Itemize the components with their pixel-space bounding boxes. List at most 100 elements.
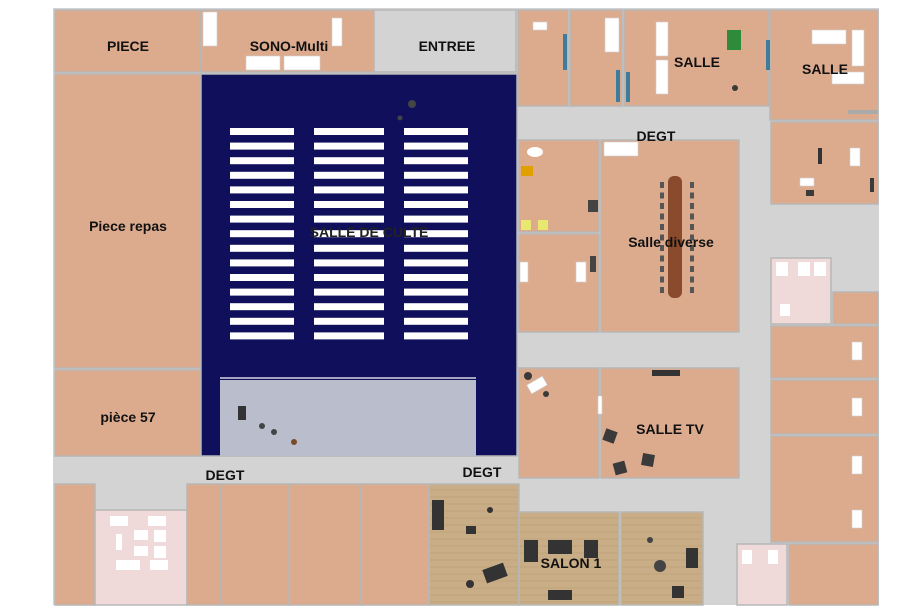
conference-chair [690, 266, 694, 272]
bench [404, 142, 468, 150]
door-panel-a [563, 34, 567, 70]
label-piece-57: pièce 57 [100, 409, 155, 425]
sono-bench-1 [245, 55, 281, 71]
sono-desk [202, 11, 218, 47]
wc-small-stall-2 [768, 550, 778, 564]
conference-chair [660, 276, 664, 283]
bench [230, 215, 294, 223]
yellow-box-2 [538, 220, 548, 230]
mid-cabinet [590, 256, 596, 272]
mid3-chair [524, 372, 532, 380]
bench [230, 157, 294, 165]
bench [314, 244, 384, 252]
bench [314, 171, 384, 179]
conference-chair [660, 245, 664, 251]
salon-desk-1 [466, 526, 476, 534]
room-bottom-5 [360, 483, 430, 606]
right4-desk [851, 397, 863, 417]
hall-chair [408, 100, 416, 108]
bench [314, 259, 384, 267]
room-bottom-left [54, 483, 96, 606]
stage [220, 380, 476, 456]
sono-bench-2 [283, 55, 321, 71]
salon-desk-2 [482, 562, 508, 584]
bench [404, 288, 468, 296]
corridor-cabinet [588, 200, 598, 212]
room-wc-bottom [94, 509, 188, 606]
conference-chair [660, 213, 664, 220]
stage-chair-3 [291, 439, 297, 445]
conference-chair [690, 182, 694, 188]
label-piece: PIECE [107, 38, 149, 54]
label-salon-1: SALON 1 [541, 555, 602, 571]
right1-desk-2 [799, 177, 815, 187]
right1-chair-2 [806, 190, 814, 196]
bench [230, 230, 294, 238]
conference-chair [660, 255, 664, 262]
conference-chair [690, 203, 694, 209]
bench [404, 259, 468, 267]
door-panel-c [626, 72, 630, 102]
door-panel-d [766, 40, 770, 70]
salon-chair-2 [466, 580, 474, 588]
room-top-small-1 [517, 9, 569, 107]
label-salle-diverse: Salle diverse [628, 234, 714, 250]
conference-chair [660, 182, 664, 188]
label-sono: SONO-Multi [250, 38, 329, 54]
bench [314, 274, 384, 281]
bench [314, 288, 384, 296]
mid3-table [526, 375, 548, 395]
bench [314, 186, 384, 194]
right5-desk-2 [851, 509, 863, 529]
bench [404, 332, 468, 340]
wood3-chair-2 [647, 537, 653, 543]
label-degt-bottom-mid: DEGT [463, 464, 502, 480]
bench [314, 332, 384, 340]
room-bottom-2 [186, 483, 222, 606]
bench-group [230, 128, 468, 340]
conference-chair [660, 224, 664, 230]
wc-bottom-stalls [110, 516, 168, 570]
conference-chair [690, 213, 694, 220]
bench [404, 317, 468, 325]
room-salle-1 [623, 9, 770, 107]
salle1-chair [732, 85, 738, 91]
bench [404, 303, 468, 311]
wood3-desk-2 [672, 586, 684, 598]
conference-chair [690, 287, 694, 293]
bench [404, 157, 468, 165]
label-piece-repas: Piece repas [89, 218, 167, 234]
label-degt-top: DEGT [637, 128, 676, 144]
wc-small-stall-1 [742, 550, 752, 564]
salon1-sofa-2 [584, 540, 598, 558]
label-salle-culte: SALLE DE CULTE [310, 224, 429, 240]
desk-b [604, 17, 620, 53]
colored-box [521, 166, 533, 176]
room-piece-repas [54, 73, 202, 369]
bench [230, 128, 294, 135]
bench [314, 201, 384, 208]
bench [314, 215, 384, 223]
salon1-sofa-3 [548, 590, 572, 600]
tv-seat-1 [602, 428, 618, 444]
room-mid-2 [518, 233, 600, 333]
conference-table [668, 176, 682, 298]
stage-chair-2 [271, 429, 277, 435]
bench [404, 230, 468, 238]
conference-chair [690, 245, 694, 251]
bench [404, 186, 468, 194]
bench [230, 201, 294, 208]
label-salle-1: SALLE [674, 54, 720, 70]
bench [314, 157, 384, 165]
mid3-chair-2 [543, 391, 549, 397]
stage-lectern [238, 406, 246, 420]
right1-desk [849, 147, 861, 167]
bench [230, 259, 294, 267]
right5-desk-1 [851, 455, 863, 475]
conference-chairs [660, 182, 694, 293]
bench [404, 201, 468, 208]
bench [404, 274, 468, 281]
conference-chair [690, 234, 694, 241]
bench [314, 230, 384, 238]
label-entree: ENTREE [419, 38, 476, 54]
